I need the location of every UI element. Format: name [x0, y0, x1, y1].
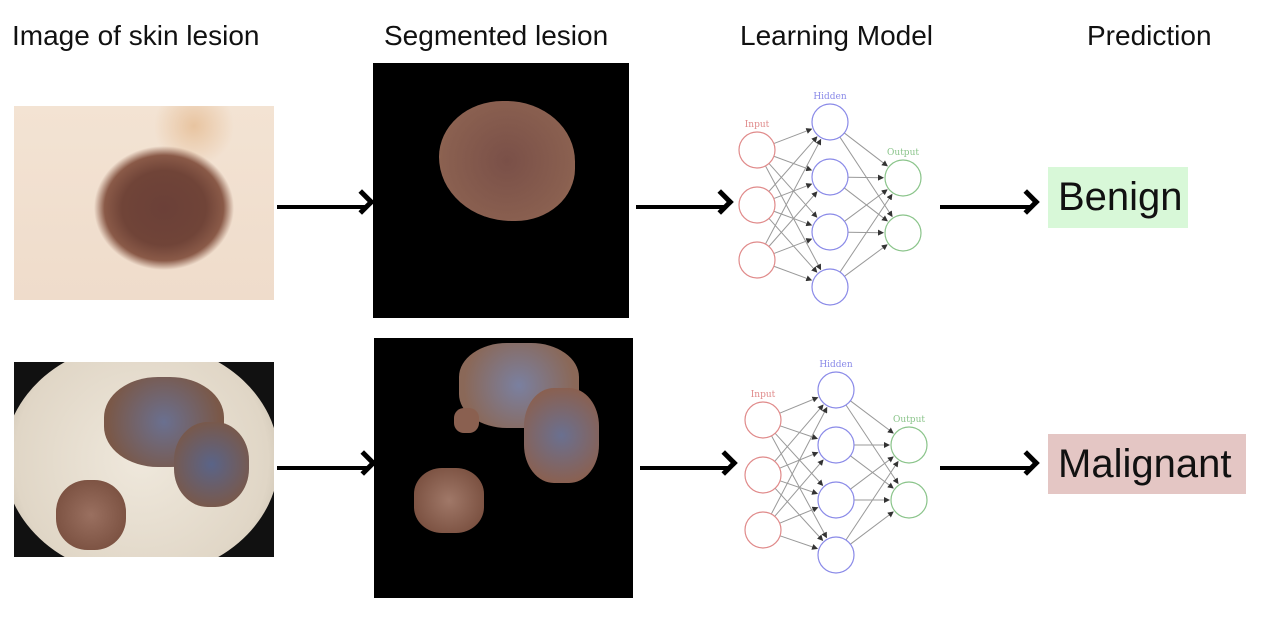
network-node	[811, 268, 849, 306]
network-edge	[774, 487, 824, 541]
network-layer-label-output: Output	[887, 148, 919, 158]
network-node	[744, 401, 782, 439]
header-model: Learning Model	[740, 20, 934, 51]
network-edge	[779, 535, 819, 550]
prediction-malignant: Malignant	[1048, 434, 1246, 494]
network-edge	[773, 210, 813, 227]
arrow-icon	[940, 205, 1032, 209]
network-edge	[773, 128, 813, 145]
network-edge	[843, 187, 888, 222]
network-edge	[774, 459, 824, 517]
network-edge	[768, 218, 818, 273]
network-edge	[844, 244, 888, 277]
network-node	[817, 536, 855, 574]
network-edge	[779, 451, 819, 469]
network-edge	[770, 406, 828, 515]
network-edge	[850, 455, 894, 489]
network-edge	[845, 460, 899, 541]
network-edge	[850, 400, 894, 434]
network-node	[738, 186, 776, 224]
network-node	[890, 426, 928, 464]
arrow-icon	[636, 205, 726, 209]
network-edge	[764, 138, 822, 245]
network-layer-label-hidden: Hidden	[813, 92, 847, 102]
network-layer-label-output: Output	[893, 415, 925, 425]
network-node	[884, 159, 922, 197]
network-edge	[768, 191, 818, 247]
network-edge	[773, 155, 813, 172]
network-edge	[779, 506, 819, 524]
network-edge	[843, 132, 888, 167]
network-layer-label-hidden: Hidden	[819, 360, 853, 370]
network-edge	[773, 183, 813, 200]
network-layer-label-input: Input	[751, 390, 776, 400]
network-node	[738, 131, 776, 169]
network-edge	[771, 435, 827, 539]
network-edge	[779, 425, 819, 440]
network-edge	[850, 456, 894, 490]
network-edge	[774, 404, 824, 462]
network-edge	[844, 189, 888, 222]
network-edge	[768, 163, 818, 218]
network-layer-label-input: Input	[745, 120, 770, 130]
network-node	[890, 481, 928, 519]
benign-skin-lesion-image	[14, 106, 274, 300]
network-node	[738, 241, 776, 279]
arrow-icon	[640, 466, 730, 470]
network-node	[811, 158, 849, 196]
network-node	[744, 511, 782, 549]
network-edge	[839, 193, 893, 273]
network-node	[744, 456, 782, 494]
network-edge	[765, 165, 822, 271]
header-image: Image of skin lesion	[12, 20, 260, 51]
network-node	[817, 371, 855, 409]
network-edge	[768, 136, 818, 192]
network-edge	[779, 480, 819, 495]
network-edge	[773, 238, 813, 255]
network-node	[817, 481, 855, 519]
benign-segmented-lesion-image	[373, 63, 629, 318]
network-edge	[839, 136, 893, 218]
header-prediction: Prediction	[1087, 20, 1212, 51]
network-edge	[845, 404, 899, 485]
header-segmented: Segmented lesion	[384, 20, 609, 51]
network-edge	[779, 396, 819, 414]
prediction-benign: Benign	[1048, 167, 1188, 228]
network-node	[811, 213, 849, 251]
network-edge	[774, 432, 824, 486]
arrow-icon	[277, 466, 369, 470]
network-node	[884, 214, 922, 252]
malignant-segmented-lesion-image	[374, 338, 633, 598]
network-edge	[850, 511, 894, 545]
network-node	[811, 103, 849, 141]
malignant-skin-lesion-image	[14, 362, 274, 557]
network-node	[817, 426, 855, 464]
arrow-icon	[277, 205, 367, 209]
arrow-icon	[940, 466, 1032, 470]
network-edge	[773, 265, 813, 282]
